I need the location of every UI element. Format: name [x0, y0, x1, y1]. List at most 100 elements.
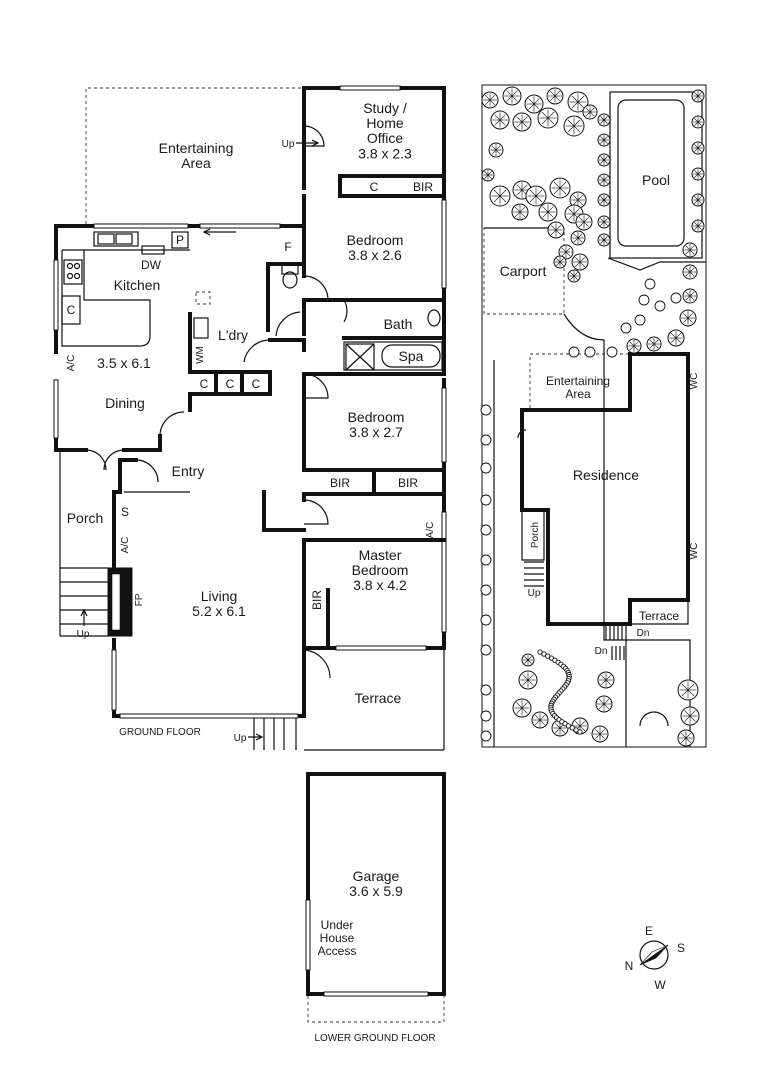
tree-branch: [694, 170, 699, 175]
label-c3: C: [252, 377, 261, 391]
tree-branch: [585, 111, 591, 117]
compass-n: N: [625, 959, 634, 973]
tree-branch: [572, 199, 579, 206]
tree-branch: [605, 679, 612, 686]
shrub-icon: [480, 614, 492, 626]
tree-branch: [516, 121, 523, 128]
tree-branch: [684, 710, 691, 717]
tree-branch: [687, 312, 694, 319]
room-label-porch: Porch: [67, 510, 104, 526]
tree-branch: [653, 343, 659, 349]
tree-branch: [561, 247, 567, 253]
tree-branch: [521, 707, 528, 714]
tree-branch: [694, 118, 699, 123]
tree-branch: [577, 95, 585, 103]
tree-branch: [533, 103, 540, 110]
tree-branch: [559, 727, 566, 734]
tree-branch: [603, 119, 608, 124]
label-s: S: [121, 505, 129, 519]
tree-branch: [499, 114, 506, 121]
tree-branch: [697, 92, 702, 97]
tree-branch: [603, 159, 608, 164]
tree-branch: [681, 683, 689, 691]
room-label-entry: Entry: [172, 463, 205, 479]
tree-branch: [680, 732, 687, 739]
label-dw: DW: [141, 258, 162, 272]
site-label-dn-2: Dn: [595, 646, 608, 657]
tree-branch: [603, 698, 610, 705]
compass: N E S W: [625, 924, 685, 992]
tree-branch: [516, 702, 523, 709]
tree-branch: [578, 216, 585, 223]
tree-branch: [600, 116, 605, 121]
label-c-kitchen: C: [67, 303, 76, 317]
tree-branch: [491, 149, 497, 155]
tree-branch: [524, 656, 529, 661]
tree-branch: [629, 341, 635, 347]
tree-branch: [573, 237, 579, 243]
tree-branch: [522, 674, 529, 681]
tree-branch: [694, 222, 699, 227]
tree-branch: [600, 236, 605, 241]
tree-branch: [697, 222, 702, 227]
label-c2: C: [226, 377, 235, 391]
tree-branch: [603, 239, 608, 244]
tree-branch: [542, 206, 549, 213]
tree-branch: [484, 99, 491, 106]
tree-branch: [554, 727, 561, 734]
tree-branch: [675, 337, 682, 344]
tree-branch: [549, 95, 556, 102]
site-label-pool: Pool: [642, 172, 670, 188]
tree-branch: [554, 90, 561, 97]
tree-branch: [573, 275, 578, 280]
tree-branch: [577, 233, 583, 239]
tree-branch: [585, 107, 591, 113]
label-up-study: Up: [282, 139, 295, 150]
tree-branch: [554, 95, 561, 102]
tree-branch: [528, 103, 535, 110]
shrub-icon: [480, 404, 492, 416]
tree-branch: [567, 119, 575, 127]
tree-branch: [697, 196, 702, 201]
tree-branch: [599, 733, 606, 740]
tree-branch: [522, 679, 529, 686]
tree-branch: [697, 95, 702, 100]
shrub-icon: [480, 554, 492, 566]
tree-branch: [568, 213, 575, 220]
tree-branch: [494, 119, 501, 126]
tree-branch: [573, 233, 579, 239]
tree-branch: [573, 125, 581, 133]
tree-branch: [577, 199, 584, 206]
compass-w: W: [654, 978, 666, 992]
tree-branch: [495, 145, 501, 151]
compass-s: S: [677, 941, 685, 955]
tree-branch: [689, 245, 695, 251]
tree-branch: [600, 199, 605, 204]
tree-branch: [579, 720, 586, 727]
site-label-porch: Porch: [530, 522, 541, 548]
tree-branch: [549, 90, 556, 97]
tree-branch: [570, 275, 575, 280]
tree-branch: [541, 117, 549, 125]
tree-branch: [516, 184, 523, 191]
label-ac-master: A/C: [425, 522, 436, 539]
tree-branch: [494, 114, 501, 121]
label-bir-1: BIR: [330, 476, 350, 490]
tree-branch: [653, 339, 659, 345]
tree-branch: [689, 249, 695, 255]
tree-branch: [682, 312, 689, 319]
tree-branch: [521, 121, 528, 128]
label-up-terrace: Up: [234, 733, 247, 744]
tree-branch: [600, 674, 607, 681]
tree-branch: [547, 117, 555, 125]
shrub-icon: [480, 494, 492, 506]
label-c-study: C: [370, 180, 379, 194]
label-up-porch: Up: [77, 629, 90, 640]
shrub-icon: [480, 684, 492, 696]
room-label-dining-size: 3.5 x 6.1: [97, 355, 151, 371]
site-label-wc-1: WC: [689, 373, 700, 390]
